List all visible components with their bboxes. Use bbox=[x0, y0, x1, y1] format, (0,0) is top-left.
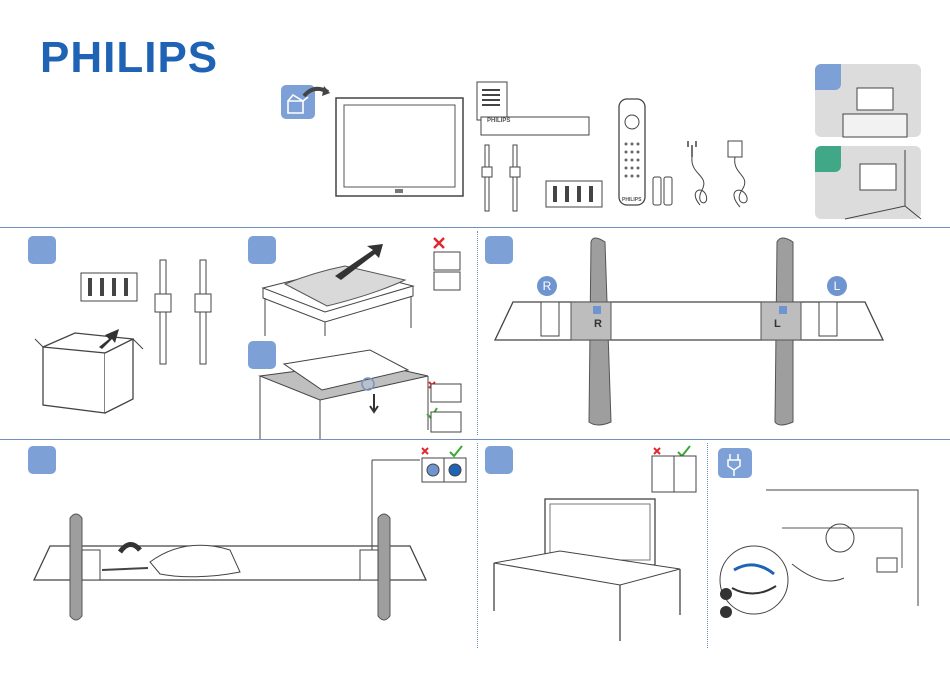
philips-logo: PHILIPS bbox=[40, 36, 218, 80]
stand-label-right-marker: R bbox=[537, 276, 557, 296]
power-cord-icon bbox=[680, 135, 770, 215]
arrow-icon bbox=[302, 82, 332, 102]
lift-arrow-icon bbox=[95, 325, 125, 351]
screws-icon bbox=[545, 180, 605, 210]
tv-front bbox=[335, 97, 465, 202]
cable-routing-illustration bbox=[712, 488, 922, 638]
stand-label-right: R bbox=[594, 318, 602, 330]
table-cover-illustration bbox=[255, 236, 425, 336]
stand-feet-small bbox=[480, 143, 520, 213]
divider-top bbox=[0, 227, 950, 228]
stand-label-left-marker: L bbox=[827, 276, 847, 296]
screw-check-icon bbox=[420, 446, 470, 486]
remote-brand: PHILIPS bbox=[622, 197, 641, 203]
box-open-icon-large bbox=[35, 325, 145, 415]
screw-tighten-illustration bbox=[30, 440, 440, 630]
wall-mount-panel bbox=[815, 146, 921, 219]
tv-alignment-check bbox=[648, 446, 698, 496]
cable-icon bbox=[718, 448, 752, 478]
step-badge-6 bbox=[485, 446, 513, 474]
tv-on-table bbox=[258, 340, 438, 440]
divider-mid bbox=[477, 231, 478, 435]
cross-icon bbox=[430, 236, 470, 296]
stand-label-left: L bbox=[774, 318, 781, 330]
manual-brand: PHILIPS bbox=[487, 118, 510, 124]
manual-icon bbox=[476, 81, 536, 121]
step-badge-1 bbox=[28, 236, 56, 264]
check-icon bbox=[425, 378, 465, 438]
remote-icon bbox=[618, 98, 648, 208]
tv-stands-attach bbox=[493, 232, 893, 432]
table-mount-panel bbox=[815, 64, 921, 137]
divider-bottom-mid bbox=[477, 443, 478, 648]
batteries-icon bbox=[652, 175, 674, 207]
stand-feet bbox=[152, 258, 222, 368]
divider-cable bbox=[707, 443, 708, 648]
tv-on-table-final bbox=[490, 495, 690, 645]
screws-pack-large bbox=[80, 272, 140, 304]
